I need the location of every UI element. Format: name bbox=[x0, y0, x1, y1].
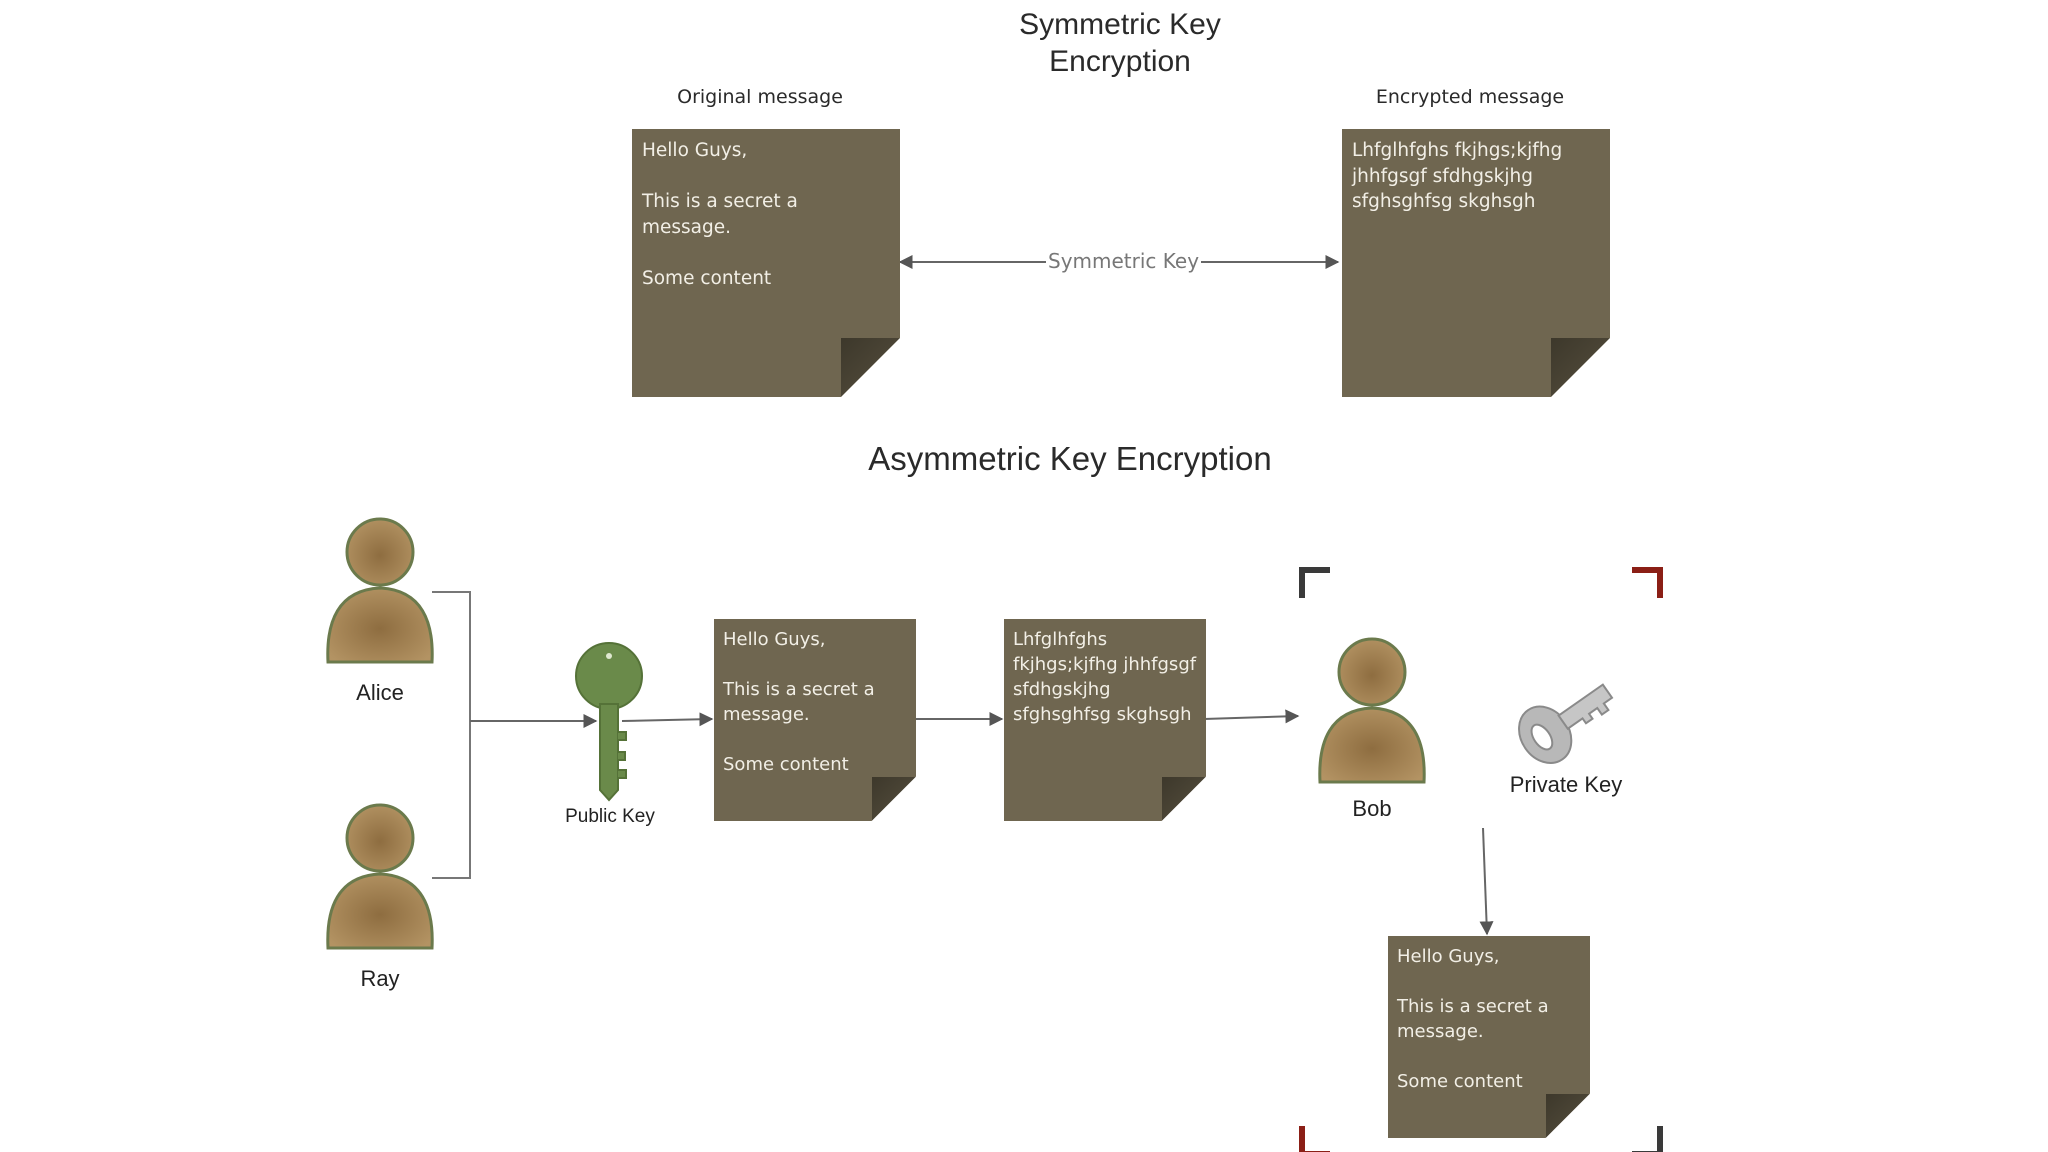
encrypted-message-caption: Encrypted message bbox=[1375, 86, 1565, 108]
decrypted-message-text: Hello Guys, This is a secret a message. … bbox=[1397, 946, 1549, 1092]
original-message-note: Hello Guys, This is a secret a message. … bbox=[632, 129, 900, 397]
key-to-plain-arrow bbox=[621, 712, 714, 727]
cipher-message-note: Lhfglhfghs fkjhgs;kjfhg jhhfgsgf sfdhgsk… bbox=[1004, 619, 1206, 821]
cipher-to-bob-arrow bbox=[1203, 709, 1300, 724]
bob-person-icon bbox=[1318, 637, 1426, 784]
encrypted-message-note: Lhfglhfghs fkjhgs;kjfhg jhhfgsgf sfdhgsk… bbox=[1342, 129, 1610, 397]
original-message-text: Hello Guys, This is a secret a message. … bbox=[642, 140, 798, 289]
cipher-message-text: Lhfglhfghs fkjhgs;kjfhg jhhfgsgf sfdhgsk… bbox=[1013, 629, 1197, 725]
public-key-icon bbox=[575, 642, 643, 802]
encrypted-message-text: Lhfglhfghs fkjhgs;kjfhg jhhfgsgf sfdhgsk… bbox=[1352, 140, 1563, 212]
ray-person-icon bbox=[326, 803, 434, 950]
public-key-label: Public Key bbox=[565, 806, 655, 827]
bob-label: Bob bbox=[1352, 796, 1392, 821]
bob-to-decrypted-arrow bbox=[1479, 827, 1494, 936]
corner-bracket-top-left bbox=[1299, 567, 1330, 598]
asymmetric-title: Asymmetric Key Encryption bbox=[868, 440, 1272, 477]
corner-bracket-top-right bbox=[1632, 567, 1663, 598]
corner-bracket-bottom-right bbox=[1632, 1126, 1663, 1152]
alice-person-icon bbox=[326, 517, 434, 664]
symmetric-key-label: Symmetric Key bbox=[1046, 249, 1202, 273]
private-key-label: Private Key bbox=[1509, 772, 1623, 797]
plain-message-note: Hello Guys, This is a secret a message. … bbox=[714, 619, 916, 821]
ray-label: Ray bbox=[360, 966, 400, 991]
private-key-icon bbox=[1518, 683, 1614, 764]
plain-message-text: Hello Guys, This is a secret a message. … bbox=[723, 629, 875, 775]
sender-bracket bbox=[432, 591, 471, 879]
decrypted-message-note: Hello Guys, This is a secret a message. … bbox=[1388, 936, 1590, 1138]
alice-label: Alice bbox=[356, 680, 404, 705]
corner-bracket-bottom-left bbox=[1299, 1126, 1330, 1152]
original-message-caption: Original message bbox=[677, 86, 843, 108]
symmetric-title: Symmetric Key Encryption bbox=[1019, 8, 1221, 78]
